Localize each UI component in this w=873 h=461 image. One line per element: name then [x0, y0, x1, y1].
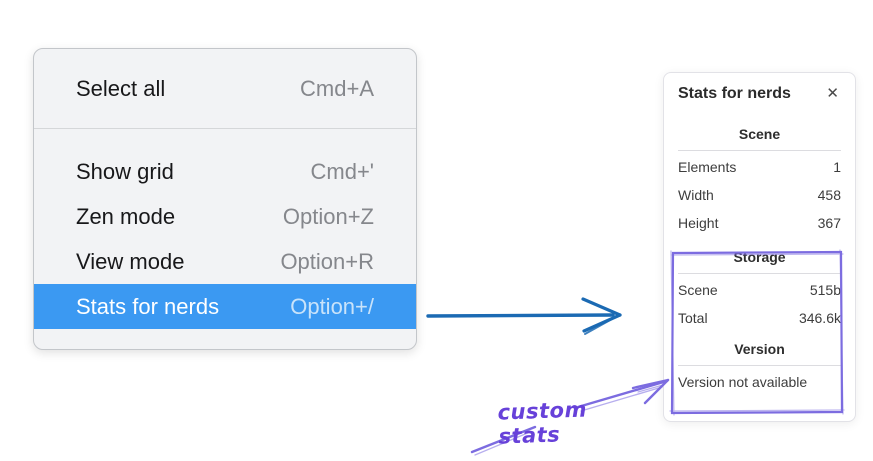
section-divider [678, 150, 841, 151]
stat-value: 1 [833, 159, 841, 175]
menu-item-shortcut: Option+Z [282, 203, 374, 229]
stat-label: Width [678, 187, 714, 203]
menu-item-stats-for-nerds[interactable]: Stats for nerds Option+/ [34, 284, 416, 329]
menu-item-shortcut: Cmd+' [310, 158, 375, 184]
menu-item-label: Stats for nerds [76, 293, 220, 319]
stat-row-width: Width 458 [678, 181, 841, 209]
stats-panel-title: Stats for nerds [678, 84, 791, 102]
menu-separator [34, 128, 416, 129]
section-divider [678, 365, 841, 366]
section-version: Version Version not available [678, 339, 841, 396]
menu-item-view-mode[interactable]: View mode Option+R [34, 239, 416, 284]
section-heading: Version [734, 341, 785, 357]
stat-value: 367 [817, 215, 841, 231]
menu-item-label: View mode [76, 248, 185, 274]
stat-row-height: Height 367 [678, 209, 841, 237]
menu-group-top: Select all Cmd+A [34, 49, 416, 128]
menu-item-label: Show grid [76, 158, 174, 184]
menu-item-show-grid[interactable]: Show grid Cmd+' [34, 149, 416, 194]
version-note: Version not available [678, 374, 808, 390]
menu-item-shortcut: Option+R [280, 248, 374, 274]
stat-row-elements: Elements 1 [678, 153, 841, 181]
stat-value: 458 [817, 187, 841, 203]
menu-item-select-all[interactable]: Select all Cmd+A [34, 66, 416, 111]
section-heading: Storage [733, 249, 786, 265]
stat-label: Elements [678, 159, 737, 175]
stats-panel-header: Stats for nerds ✕ [678, 84, 841, 103]
stat-row-total-size: Total 346.6k [678, 304, 841, 332]
section-heading: Scene [738, 126, 781, 142]
blue-arrow [426, 297, 622, 335]
stat-label: Total [678, 310, 708, 326]
stat-row-scene-size: Scene 515b [678, 276, 841, 304]
stat-label: Height [678, 215, 719, 231]
menu-item-shortcut: Cmd+A [300, 75, 374, 101]
annotation-arrow [470, 378, 670, 456]
section-scene: Scene Elements 1 Width 458 Height 367 [678, 124, 841, 237]
menu-item-zen-mode[interactable]: Zen mode Option+Z [34, 194, 416, 239]
stats-panel: Stats for nerds ✕ Scene Elements 1 Width… [663, 72, 856, 422]
close-icon: ✕ [826, 84, 839, 102]
menu-group-bottom: Show grid Cmd+' Zen mode Option+Z View m… [34, 129, 416, 349]
menu-item-shortcut: Option+/ [290, 293, 374, 319]
stat-label: Scene [678, 282, 718, 298]
stat-value: 346.6k [798, 310, 841, 326]
section-storage: Storage Scene 515b Total 346.6k [678, 247, 841, 332]
section-divider [678, 273, 841, 274]
context-menu: Select all Cmd+A Show grid Cmd+' Zen mod… [33, 48, 417, 350]
close-button[interactable]: ✕ [824, 84, 841, 103]
annotation-label: custom stats [497, 397, 588, 449]
menu-item-label: Select all [76, 75, 166, 101]
menu-item-label: Zen mode [76, 203, 176, 229]
stat-value: 515b [809, 282, 841, 298]
